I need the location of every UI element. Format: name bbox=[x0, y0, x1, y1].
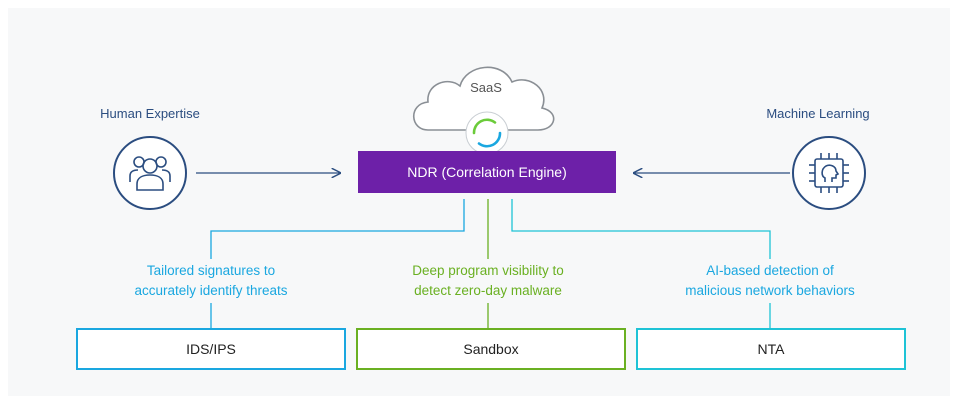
machine-learning-circle bbox=[792, 136, 866, 210]
sandbox-label: Sandbox bbox=[463, 341, 519, 357]
ai-head-chip-icon bbox=[809, 153, 849, 193]
cloud-label: SaaS bbox=[470, 80, 502, 95]
ids-ips-box: IDS/IPS bbox=[76, 328, 346, 370]
nta-connector bbox=[511, 199, 771, 259]
nta-description-line1: AI-based detection of bbox=[706, 263, 834, 278]
ids-ips-label: IDS/IPS bbox=[186, 341, 236, 357]
ndr-engine-box: NDR (Correlation Engine) bbox=[358, 151, 616, 193]
human-expertise-circle bbox=[113, 136, 187, 210]
nta-description: AI-based detection of malicious network … bbox=[655, 261, 885, 301]
ids-description-line1: Tailored signatures to bbox=[146, 263, 276, 278]
ids-connector bbox=[210, 199, 465, 259]
ids-description: Tailored signatures to accurately identi… bbox=[96, 261, 326, 301]
sandbox-description: Deep program visibility to detect zero-d… bbox=[373, 261, 603, 301]
sandbox-box: Sandbox bbox=[356, 328, 626, 370]
machine-learning-label: Machine Learning bbox=[766, 106, 870, 121]
sync-icon bbox=[465, 111, 509, 155]
sandbox-description-line2: detect zero-day malware bbox=[414, 283, 562, 298]
ndr-label: NDR (Correlation Engine) bbox=[407, 164, 567, 180]
nta-box: NTA bbox=[636, 328, 906, 370]
human-expertise-label: Human Expertise bbox=[100, 106, 200, 121]
ids-description-line2: accurately identify threats bbox=[134, 283, 288, 298]
nta-description-line2: malicious network behaviors bbox=[685, 283, 855, 298]
nta-label: NTA bbox=[757, 341, 785, 357]
cloud-icon bbox=[413, 66, 555, 131]
sandbox-description-line1: Deep program visibility to bbox=[412, 263, 564, 278]
people-icon bbox=[129, 156, 171, 191]
